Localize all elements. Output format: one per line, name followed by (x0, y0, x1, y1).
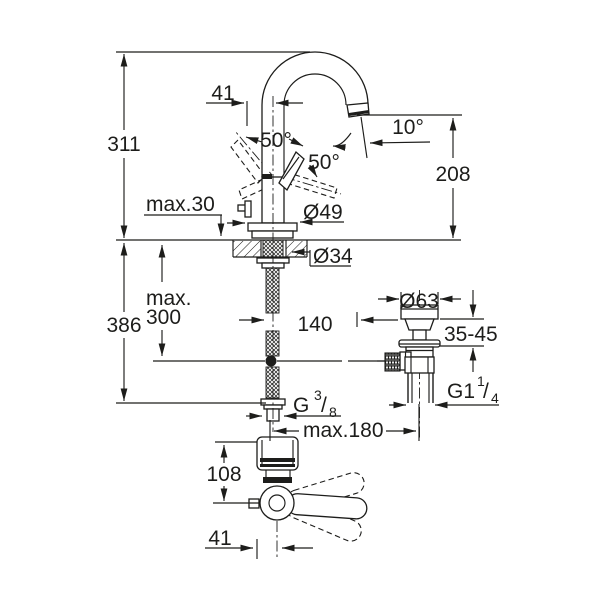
range-35-45-label: 35-45 (444, 323, 498, 346)
pop-up-waste-assembly (377, 290, 441, 440)
dimension-386-label: 386 (106, 314, 141, 337)
thread-g38-label: G 3 / 8 (293, 387, 337, 420)
max-180-label: max.180 (303, 419, 384, 442)
deck-hatch-right (286, 241, 307, 257)
g38-numerator: 3 (314, 387, 322, 403)
spout-outer-curve (261, 51, 369, 177)
aerator-edge (348, 110, 370, 116)
supply-hose-2 (265, 330, 280, 357)
g114-denominator: 4 (491, 390, 499, 406)
faucet-top-view (248, 436, 368, 558)
spout-inner-curve (283, 73, 347, 177)
dimension-labels: 311 41 50° 50° 10° 208 max.30 Ø49 Ø34 38… (106, 82, 499, 550)
g114-slash: / (483, 380, 489, 403)
cartridge-cap (262, 174, 272, 179)
thread-g114-label: G1 1 / 4 (447, 373, 499, 406)
dimension-108-label: 108 (206, 463, 241, 486)
drain-stem (412, 329, 427, 341)
pivot-knurl-nut (384, 352, 401, 372)
top-lever-handle (286, 493, 368, 520)
supply-hose-1 (265, 267, 280, 314)
diameter-49-label: Ø49 (303, 201, 343, 224)
base-flange (247, 222, 298, 232)
dimension-311-label: 311 (107, 133, 140, 156)
base-flange-lower (251, 230, 294, 239)
drain-lower-body (404, 356, 435, 374)
g38-base: G (293, 394, 309, 417)
dimension-41-top-label: 41 (211, 82, 234, 105)
dimension-140-label: 140 (297, 313, 332, 336)
faucet-side-view (116, 51, 461, 432)
top-view-base-circle (259, 485, 295, 521)
g114-numerator: 1 (477, 373, 485, 389)
g38-denominator: 8 (329, 404, 337, 420)
deck-hatch-left (233, 241, 261, 257)
pull-rod (244, 200, 252, 218)
supply-hose-3 (265, 366, 280, 399)
lever-handle (278, 150, 305, 192)
angle-10-label: 10° (392, 116, 424, 139)
max-300-label-line2: 300 (146, 306, 181, 329)
max-30-label: max.30 (146, 193, 215, 216)
diameter-63-label: Ø63 (399, 290, 439, 313)
max-300-label-line1: max. (146, 287, 192, 310)
dimension-41-bottom-label: 41 (208, 527, 231, 550)
angle-50-right-label: 50° (308, 151, 340, 174)
spout-angle-line (360, 116, 368, 159)
g114-base: G1 (447, 380, 475, 403)
rod-ball-joint (265, 355, 277, 367)
dimensions (116, 54, 499, 559)
diameter-34-label: Ø34 (313, 245, 353, 268)
g38-slash: / (321, 394, 327, 417)
dimension-208-label: 208 (435, 163, 470, 186)
angle-50-left-label: 50° (260, 129, 292, 152)
drain-neck (404, 318, 435, 331)
swivel-arrow (332, 132, 352, 151)
